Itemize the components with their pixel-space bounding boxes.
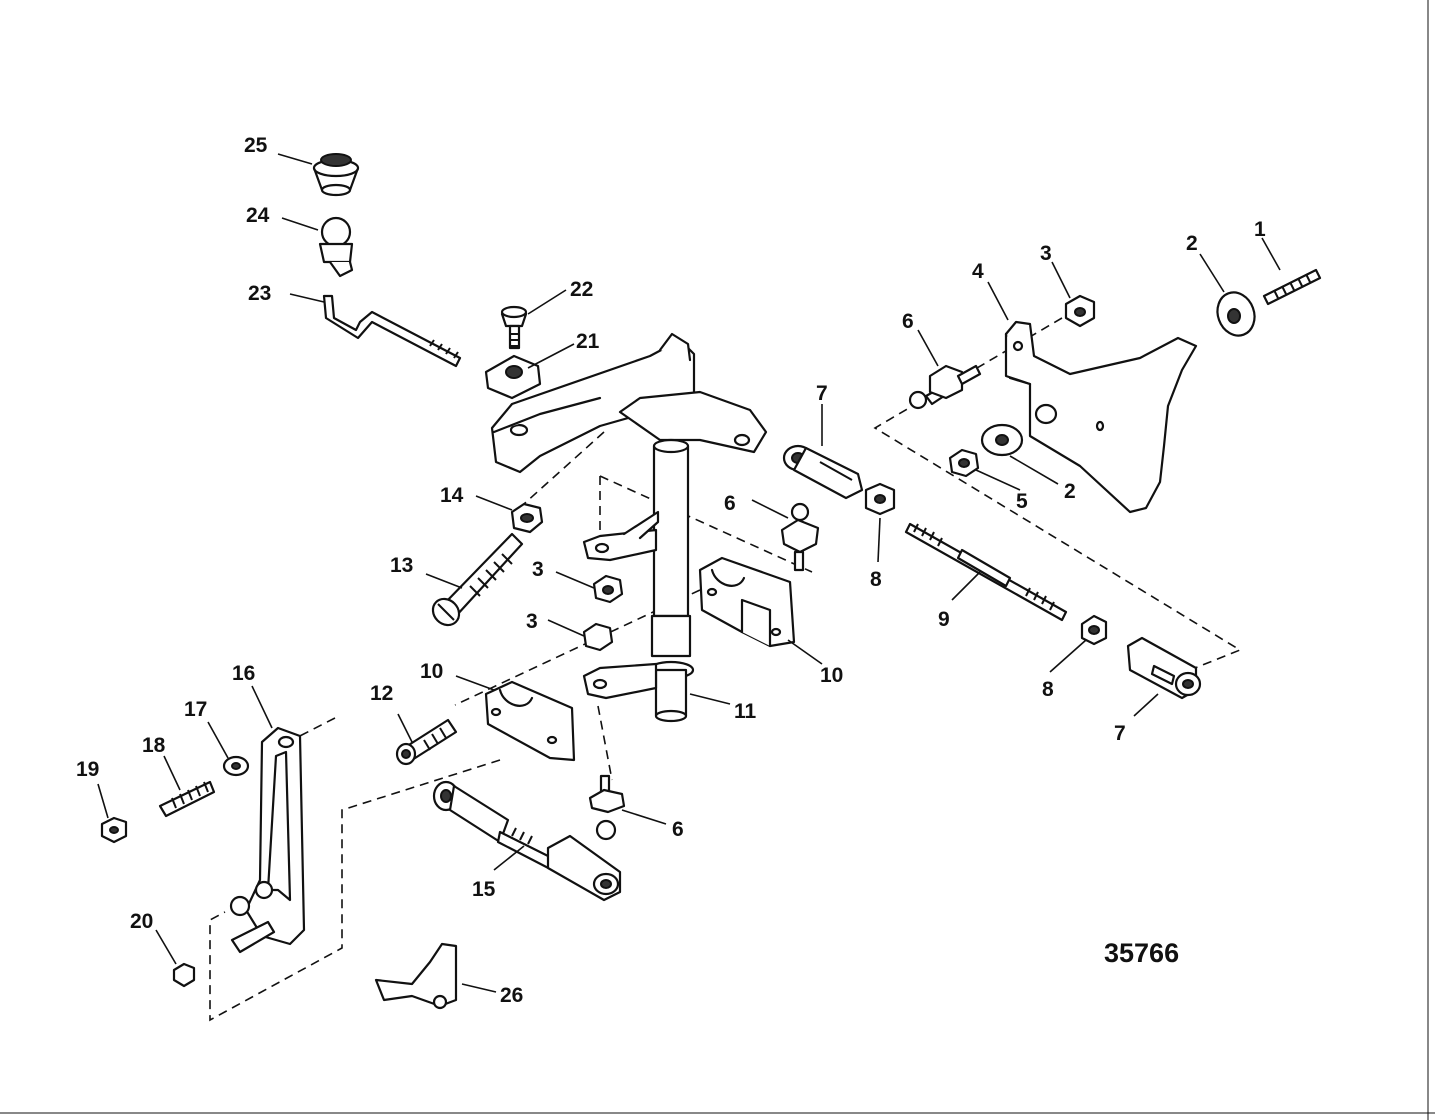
part-6-ball-stud-lower — [588, 774, 626, 841]
part-14-nut — [510, 502, 544, 534]
part-25-grommet — [312, 153, 360, 197]
part-15-link-rod — [432, 780, 622, 902]
callout-15: 15 — [472, 878, 496, 901]
callout-labels: 1 2 3 4 6 5 2 7 6 8 9 8 7 25 24 23 22 21… — [76, 134, 1266, 1007]
part-3-nut-middle — [592, 574, 624, 604]
callout-6-middle: 6 — [724, 492, 736, 515]
part-5-nut — [948, 448, 980, 478]
part-11-lower-lever — [582, 662, 658, 700]
callout-7-lower: 7 — [1114, 722, 1126, 745]
callout-26: 26 — [500, 984, 523, 1007]
callout-8-upper: 8 — [870, 568, 882, 591]
part-9-adjusting-rod — [904, 522, 1068, 622]
callout-6-lower: 6 — [672, 818, 684, 841]
part-12-screw — [395, 718, 458, 766]
part-6-ball-stud-middle — [780, 502, 820, 572]
callout-4: 4 — [972, 260, 984, 283]
part-7-swivel-upper — [782, 444, 864, 500]
part-10-bracket-left — [484, 680, 576, 762]
callout-20: 20 — [130, 910, 153, 933]
part-6-ball-stud-upper — [908, 364, 982, 410]
part-13-screw — [431, 532, 524, 627]
callout-10-right: 10 — [820, 664, 843, 687]
part-23-bent-rod — [322, 294, 462, 368]
part-26-bracket-clip — [374, 942, 458, 1010]
diagram-id: 35766 — [1104, 938, 1179, 968]
callout-10-left: 10 — [420, 660, 443, 683]
callout-22: 22 — [570, 278, 593, 301]
part-20-nut — [172, 962, 196, 988]
callout-3-lower: 3 — [526, 610, 538, 633]
part-2-washer-lower — [980, 423, 1024, 457]
callout-3-middle: 3 — [532, 558, 544, 581]
callout-1: 1 — [1254, 218, 1266, 241]
callout-21: 21 — [576, 330, 600, 353]
callout-9: 9 — [938, 608, 950, 631]
callout-24: 24 — [246, 204, 270, 227]
part-1-stud — [1262, 268, 1322, 306]
part-18-stud — [158, 780, 216, 818]
callout-11: 11 — [734, 700, 757, 723]
callout-17: 17 — [184, 698, 207, 721]
callout-8-lower: 8 — [1042, 678, 1054, 701]
callout-19: 19 — [76, 758, 99, 781]
callout-6-upper: 6 — [902, 310, 914, 333]
part-24-ball-joint — [318, 216, 354, 278]
callout-7-upper: 7 — [816, 382, 828, 405]
part-16-lever-arm — [229, 726, 306, 954]
part-11-shaft — [647, 438, 695, 723]
part-8-nut-lower — [1080, 614, 1108, 646]
callout-3-upper: 3 — [1040, 242, 1052, 265]
leader-lines — [97, 153, 1281, 993]
part-22-screw — [500, 305, 528, 350]
part-21-swivel-block — [484, 354, 542, 400]
callout-25: 25 — [244, 134, 268, 157]
part-3-nut-lower — [582, 622, 614, 652]
callout-23: 23 — [248, 282, 271, 305]
callout-16: 16 — [232, 662, 255, 685]
callout-13: 13 — [390, 554, 413, 577]
callout-18: 18 — [142, 734, 166, 757]
part-11-upper-lever — [582, 510, 660, 562]
callout-12: 12 — [370, 682, 393, 705]
callout-14: 14 — [440, 484, 464, 507]
part-7-swivel-lower — [1126, 636, 1202, 700]
callout-5: 5 — [1016, 490, 1028, 513]
part-8-nut-upper — [864, 482, 896, 516]
throttle-arm-upper — [490, 332, 768, 474]
callout-2-lower: 2 — [1064, 480, 1076, 503]
part-17-washer — [222, 755, 250, 777]
part-19-nut — [100, 816, 128, 844]
part-4-bracket-plate — [1004, 320, 1198, 514]
part-2-washer-upper — [1216, 291, 1256, 337]
part-10-bracket-right — [698, 556, 796, 648]
callout-2-upper: 2 — [1186, 232, 1198, 255]
part-3-nut-upper — [1064, 294, 1096, 328]
